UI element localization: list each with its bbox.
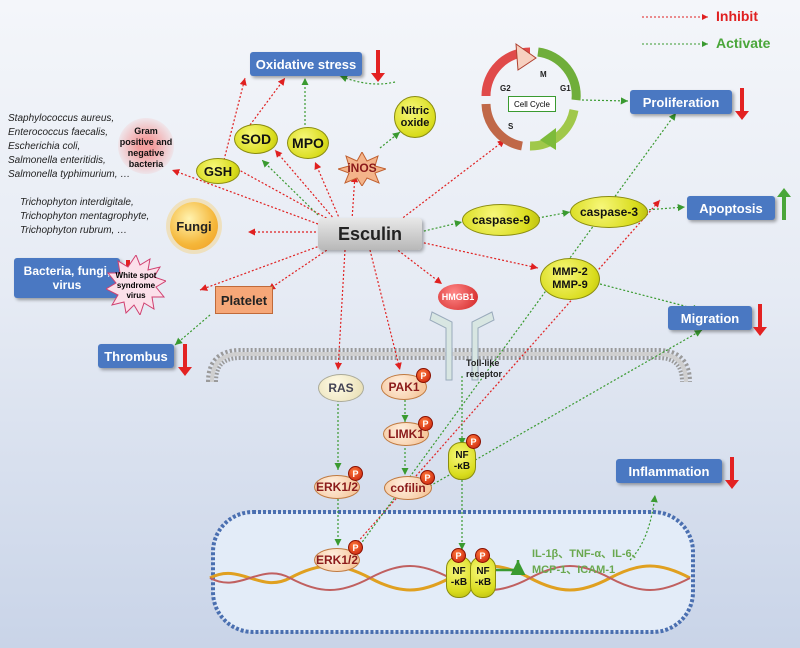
phospho-badge: P (420, 470, 435, 485)
bacteria-fungi-virus-box: Bacteria, fungi, virus (14, 258, 120, 298)
phospho-badge: P (348, 466, 363, 481)
ras-node: RAS (318, 374, 364, 402)
phase-m: M (540, 70, 547, 79)
proliferation-box: Proliferation (630, 90, 732, 114)
white-spot-virus-node: White spot syndrome virus (104, 253, 168, 317)
up-arrow-icon (777, 188, 791, 220)
toll-like-receptor-label: Toll-like receptor (466, 358, 503, 379)
cell-cycle-wheel (481, 42, 581, 151)
down-arrow-icon (178, 344, 192, 376)
phase-s: S (508, 122, 514, 131)
toll-like-receptor-shape (429, 311, 495, 381)
oxidative-stress-box: Oxidative stress (250, 52, 362, 76)
migration-box: Migration (668, 306, 752, 330)
esculin-box: Esculin (318, 218, 422, 250)
phase-g1: G1 (560, 84, 571, 93)
sod-node: SOD (234, 124, 278, 154)
phase-g2: G2 (500, 84, 511, 93)
down-arrow-icon (735, 88, 749, 120)
nfkb-nucleus-node-2: NF -κB (470, 556, 496, 598)
legend-inhibit: Inhibit (716, 8, 758, 24)
hmgb1-node: HMGB1 (438, 284, 478, 310)
down-arrow-icon (725, 457, 739, 489)
caspase-9-node: caspase-9 (462, 204, 540, 236)
gram-bacteria-node: Gram positive and negative bacteria (118, 118, 174, 174)
inos-node: iNOS (336, 150, 388, 187)
cofilin-node: cofilin (384, 476, 432, 500)
limk1-node: LIMK1 (383, 422, 429, 446)
phospho-badge: P (466, 434, 481, 449)
fungi-list: Trichophyton interdigitale,Trichophyton … (20, 197, 150, 236)
phospho-badge: P (418, 416, 433, 431)
legend-activate: Activate (716, 35, 771, 51)
phospho-badge: P (451, 548, 466, 563)
phospho-badge: P (348, 540, 363, 555)
phospho-badge: P (475, 548, 490, 563)
down-arrow-icon (753, 304, 767, 336)
apoptosis-box: Apoptosis (687, 196, 775, 220)
cytokine-list: IL-1β、TNF-α、IL-6、MCP-1、ICAM-1 (532, 548, 643, 576)
gsh-node: GSH (196, 158, 240, 184)
cell-cycle-label: Cell Cycle (508, 96, 556, 112)
pak1-node: PAK1 (381, 374, 427, 400)
nfkb-nucleus-node-1: NF -κB (446, 556, 472, 598)
nitric-oxide-node: Nitric oxide (394, 96, 436, 138)
down-arrow-icon (371, 50, 385, 82)
bacteria-list: Staphylococcus aureus,Enterococcus faeca… (8, 113, 131, 180)
phospho-badge: P (416, 368, 431, 383)
fungi-node: Fungi (170, 202, 218, 250)
caspase-3-node: caspase-3 (570, 196, 648, 228)
thrombus-box: Thrombus (98, 344, 174, 368)
nfkb-cytoplasm-node: NF -κB (448, 442, 476, 480)
inflammation-box: Inflammation (616, 459, 722, 483)
platelet-node: Platelet (215, 286, 273, 314)
mmp-node: MMP-2 MMP-9 (540, 258, 600, 300)
mpo-node: MPO (287, 127, 329, 159)
